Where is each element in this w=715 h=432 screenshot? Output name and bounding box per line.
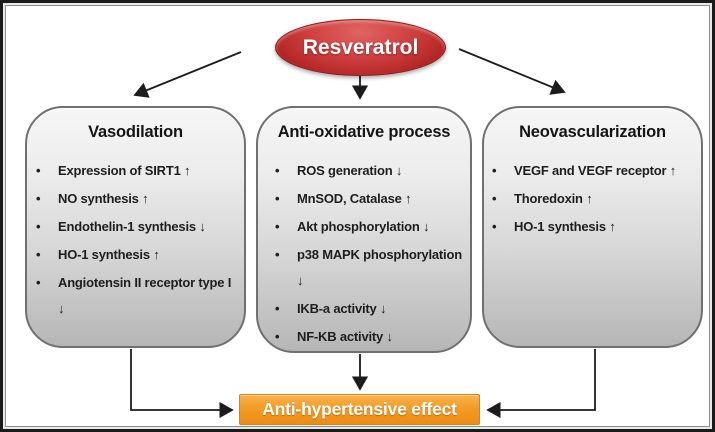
bullet-icon: • [36, 191, 41, 206]
bullet-icon: • [275, 247, 280, 262]
list-item-label: NO synthesis ↑ [58, 191, 149, 206]
arrow-root-to-neovascularization [458, 48, 566, 95]
bullet-icon: • [36, 163, 41, 178]
bullet-icon: • [492, 163, 497, 178]
root-node-resveratrol: Resveratrol [275, 19, 446, 76]
bullet-icon: • [275, 219, 280, 234]
list-item-label: Endothelin-1 synthesis ↓ [58, 219, 206, 234]
list-item: • HO-1 synthesis ↑ [27, 242, 244, 268]
bullet-icon: • [492, 191, 497, 206]
list-item: • Thoredoxin ↑ [484, 186, 701, 212]
list-item: • Angiotensin II receptor type I ↓ [27, 270, 244, 322]
bullet-icon: • [275, 191, 280, 206]
box-neovascularization-items: •VEGF and VEGF receptor ↑ •Thoredoxin ↑ … [484, 158, 701, 240]
list-item: • ROS generation ↓ [258, 158, 470, 184]
list-item: • p38 MAPK phosphorylation ↓ [258, 242, 470, 294]
box-neovascularization: Neovascularization • VEGF and VEGF recept… [482, 106, 703, 348]
bullet-icon: • [36, 275, 41, 290]
arrow-neovascularization-to-outcome [486, 349, 596, 419]
box-vasodilation-items: • Expression of SIRT1 ↑ • NO synthesis ↑ •… [27, 158, 244, 322]
bullet-icon: • [275, 301, 280, 316]
list-item: • Endothelin-1 synthesis ↓ [27, 214, 244, 240]
arrow-vasodilation-to-outcome [130, 349, 234, 419]
list-item-label: p38 MAPK phosphorylation ↓ [297, 247, 462, 288]
outcome-label: Anti-hypertensive effect [262, 399, 457, 419]
list-item-label: NF-KB activity ↓ [297, 329, 393, 344]
box-antioxidative-title: Anti-oxidative process [277, 123, 451, 141]
list-item-label: VEGF and VEGF receptor ↑ [514, 163, 677, 178]
box-vasodilation: Vasodilation • Expression of SIRT1 ↑ • NO … [25, 106, 246, 348]
list-item: • VEGF and VEGF receptor ↑ [484, 158, 701, 184]
bullet-icon: • [492, 219, 497, 234]
list-item-label: Thoredoxin ↑ [514, 191, 593, 206]
box-neovascularization-title: Neovascularization [519, 123, 666, 141]
list-item-label: ROS generation ↓ [297, 163, 403, 178]
list-item-label: HO-1 synthesis ↑ [58, 247, 160, 262]
list-item-label: Akt phosphorylation ↓ [297, 219, 430, 234]
bullet-icon: • [36, 247, 41, 262]
root-node-label: Resveratrol [302, 35, 419, 59]
box-vasodilation-title: Vasodilation [88, 123, 183, 141]
list-item-label: IKB-a activity ↓ [297, 301, 387, 316]
list-item-label: Angiotensin II receptor type I ↓ [58, 275, 232, 316]
list-item-label: HO-1 synthesis ↑ [514, 219, 616, 234]
bullet-icon: • [275, 329, 280, 344]
list-item: • HO-1 synthesis ↑ [484, 214, 701, 240]
box-antioxidative-process: Anti-oxidative process • ROS generation ↓… [256, 106, 472, 353]
box-antioxidative-items: • ROS generation ↓ • MnSOD, Catalase ↑ • Ak… [258, 158, 470, 350]
outcome-box-anti-hypertensive-effect: Anti-hypertensive effect [239, 394, 480, 425]
arrow-root-to-vasodilation [133, 51, 242, 98]
list-item: • Akt phosphorylation ↓ [258, 214, 470, 240]
list-item-label: Expression of SIRT1 ↑ [58, 163, 191, 178]
list-item: • NO synthesis ↑ [27, 186, 244, 212]
list-item-label: MnSOD, Catalase ↑ [297, 191, 412, 206]
list-item: • Expression of SIRT1 ↑ [27, 158, 244, 184]
list-item: • NF-KB activity ↓ [258, 324, 470, 350]
list-item: • MnSOD, Catalase ↑ [258, 186, 470, 212]
bullet-icon: • [275, 163, 280, 178]
bullet-icon: • [36, 219, 41, 234]
list-item: • IKB-a activity ↓ [258, 296, 470, 322]
